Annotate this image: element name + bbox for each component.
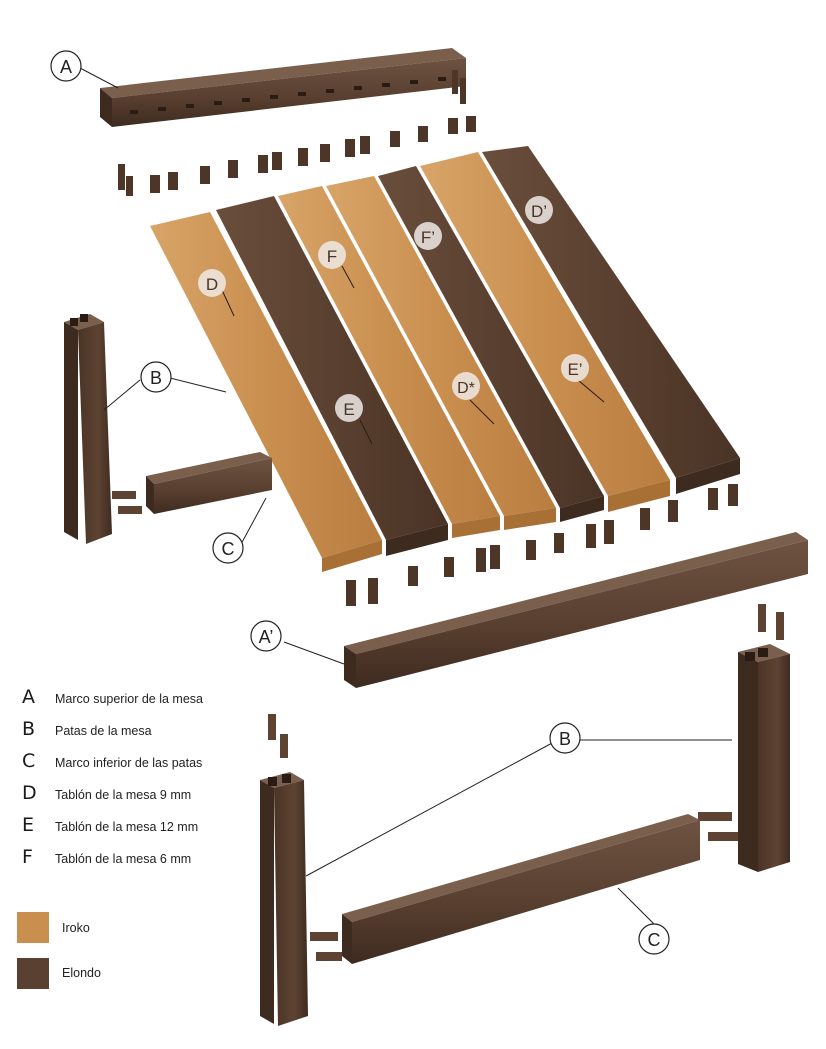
callout-b-upper-label: B [150,368,162,388]
right-leg-dowels [698,812,738,841]
callout-b-upper: B [140,361,172,393]
plank-f-prime [378,166,604,522]
badge-f: F [318,241,346,269]
front-left-side-dowels [310,932,342,961]
plank-f [278,186,500,538]
badge-e-prime: E’ [561,354,589,382]
legend-text: Tablón de la mesa 12 mm [55,820,199,834]
lower-leg-frame-c-upper [146,452,272,514]
dowel-row-top [118,70,476,196]
callout-c-lower-label: C [648,930,661,950]
plank-d [150,212,382,572]
front-left-leg-b [260,772,308,1026]
front-left-top-dowels [268,714,288,758]
callout-a-prime: A’ [250,620,282,652]
plank-e-prime [420,152,670,512]
badge-d-star-label: D* [457,380,475,397]
plank-d-prime [482,146,740,494]
top-frame-beam-a-prime [344,532,808,688]
badge-e-prime-label: E’ [567,360,582,379]
callout-b-lower-label: B [559,729,571,749]
dowel-row-bottom [346,484,738,606]
legend-letter: E [22,814,35,836]
legend-text: Patas de la mesa [55,724,152,738]
lower-leg-frame-c-front [342,814,700,964]
top-frame-beam-a [100,48,466,127]
tabletop-planks [150,146,740,572]
legend-letter: B [22,718,36,740]
badge-f-prime: F’ [414,222,442,250]
left-leg-b [64,314,112,544]
badge-d-label: D [206,275,218,294]
right-leg-b [738,644,790,872]
badge-d-star: D* [452,372,480,400]
left-leg-dowels [112,491,142,514]
badge-f-prime-label: F’ [421,228,435,247]
callout-a: A [50,50,82,82]
callout-c-upper-label: C [222,539,235,559]
callout-c-upper: C [212,532,244,564]
plank-d-star [326,176,556,530]
badge-e: E [335,394,363,422]
swatch-iroko [17,912,49,943]
legend-letter: C [22,750,36,772]
callout-b-lower: B [549,722,581,754]
swatch-elondo [17,958,49,989]
callout-c-lower: C [638,923,670,955]
badge-f-label: F [327,247,337,266]
callout-leader-lines [79,67,732,931]
plank-e [216,196,448,556]
swatch-iroko-label: Iroko [62,921,90,935]
legend-letter: D [22,782,37,804]
swatch-elondo-label: Elondo [62,966,101,980]
badge-d: D [198,269,226,297]
badge-e-label: E [343,400,354,419]
badge-d-prime-label: D’ [531,202,547,221]
legend-letter: A [22,686,35,708]
badge-d-prime: D’ [525,196,553,224]
callout-a-prime-label: A’ [259,627,274,647]
callout-a-label: A [60,57,72,77]
plank-leader-lines [221,265,605,445]
legend-text: Tablón de la mesa 6 mm [55,852,192,866]
a-prime-dowels [758,604,784,640]
legend-text: Marco superior de la mesa [55,692,203,706]
legend-text: Marco inferior de las patas [55,756,203,770]
legend-text: Tablón de la mesa 9 mm [55,788,192,802]
legend-letter: F [22,846,33,868]
